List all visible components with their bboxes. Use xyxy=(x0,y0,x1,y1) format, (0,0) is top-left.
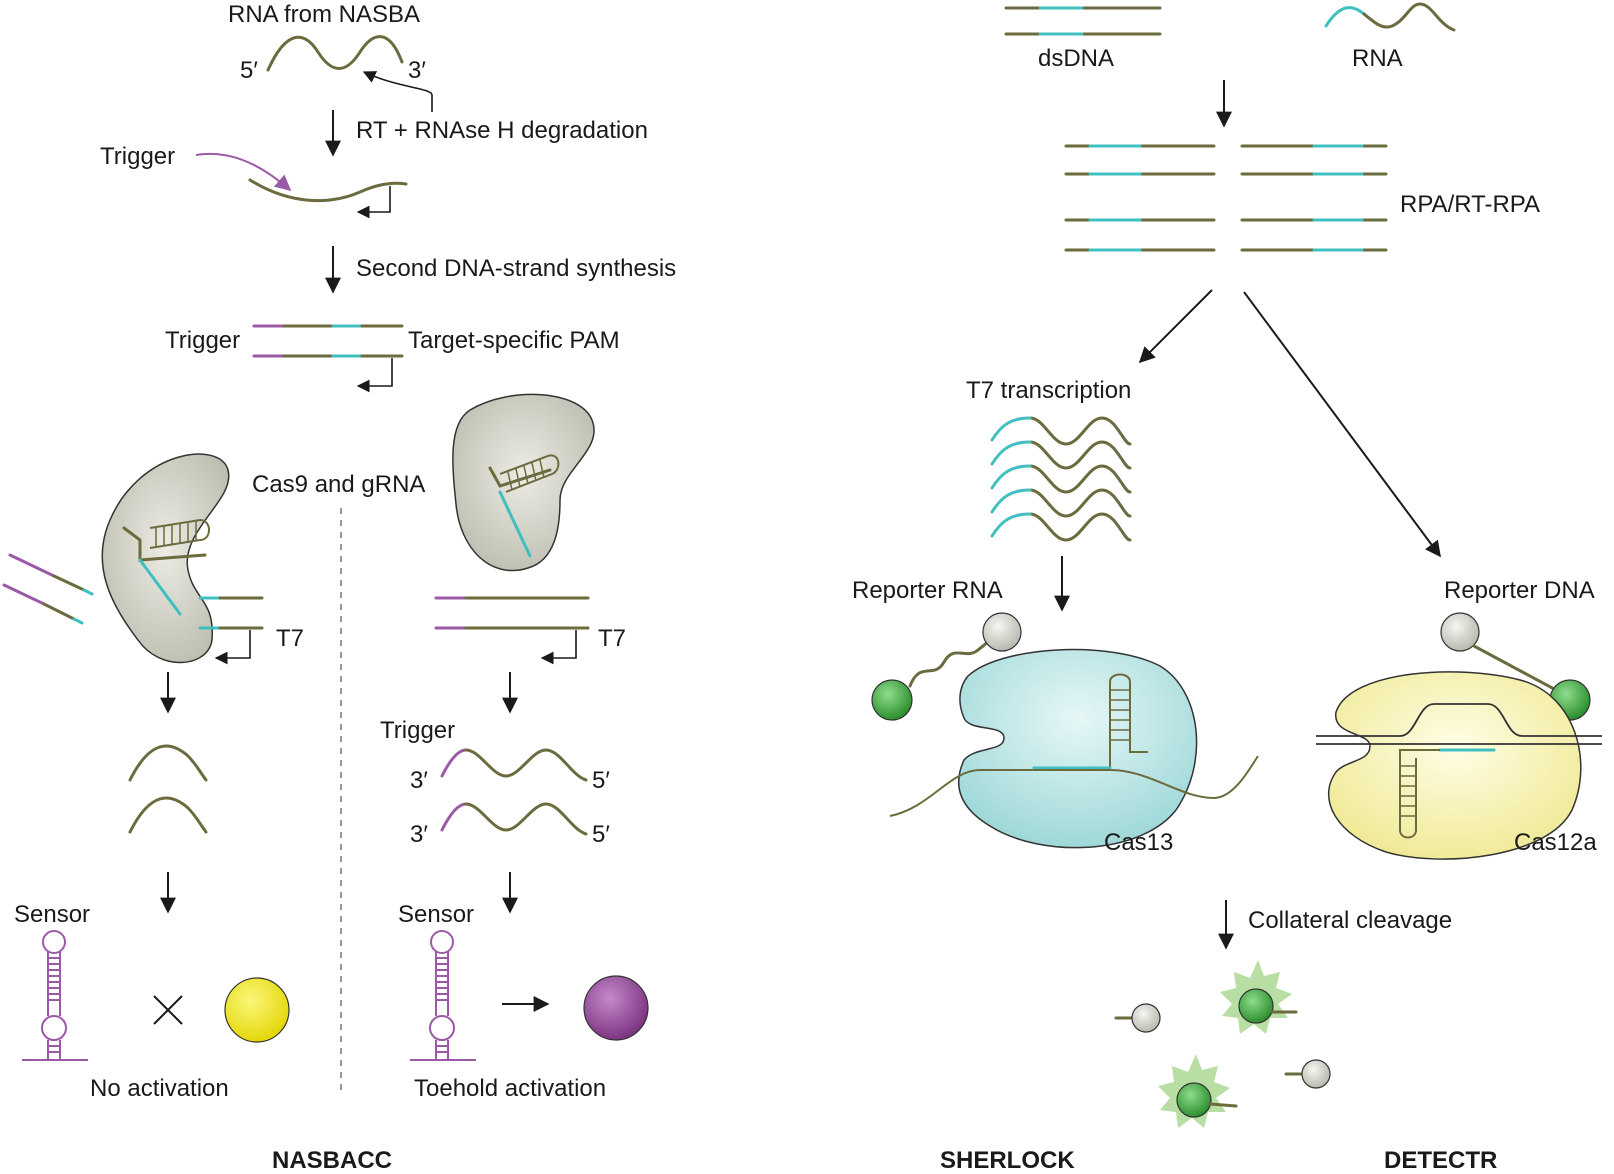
sherlock-detectr-panel: dsDNA RNA RPA/RT-RPA T7 transcription xyxy=(852,2,1602,1174)
strand-detached-1-teal xyxy=(82,588,94,596)
label-rna: RNA xyxy=(1352,45,1403,72)
label-t7-left: T7 xyxy=(276,625,304,652)
strand-detached-1 xyxy=(8,553,56,578)
title-detectr: DETECTR xyxy=(1384,1147,1497,1174)
grna-rungs-right xyxy=(507,459,545,491)
reporter-rna-dye xyxy=(871,679,913,721)
cas9-protein-right xyxy=(452,393,595,572)
label-dsdna: dsDNA xyxy=(1038,45,1114,72)
cas13-crrna-rungs xyxy=(1110,689,1130,741)
label-t7-right: T7 xyxy=(598,625,626,652)
transcript-left-1 xyxy=(128,744,208,782)
primer-hook-arrow xyxy=(362,71,433,112)
label-t7-transcription: T7 transcription xyxy=(966,377,1131,404)
nasba-rna-strand xyxy=(266,35,404,72)
label-target-pam: Target-specific PAM xyxy=(408,327,620,354)
sensor-hairpin-left xyxy=(22,930,88,1061)
cas12a-target-dsdna-top xyxy=(1316,703,1602,737)
reporter-dna-strand xyxy=(1472,644,1558,692)
cas13-crrna-hairpin xyxy=(1109,673,1148,768)
output-yellow-circle xyxy=(224,977,290,1043)
strand-detached-2-olive xyxy=(42,602,76,621)
sensor-hairpin-right xyxy=(410,930,476,1061)
input-rna-teal xyxy=(1324,6,1366,28)
strand-detached-2 xyxy=(2,583,46,606)
label-5prime-top: 5′ xyxy=(240,57,258,84)
label-rna-from-nasba: RNA from NASBA xyxy=(228,1,420,28)
label-cas12a: Cas12a xyxy=(1514,829,1597,856)
t7-transcripts xyxy=(990,416,1132,542)
cas12a-crrna-rungs xyxy=(1400,765,1416,817)
cas13-protein xyxy=(957,648,1198,849)
strand-detached-2-teal xyxy=(72,617,84,625)
promoter-bent-arrow-2 xyxy=(356,358,393,393)
nasbacc-panel: RNA from NASBA 5′ 3′ RT + RNAse H degrad… xyxy=(2,1,676,1174)
grna-spacer-right xyxy=(498,490,532,558)
promoter-bent-arrow-1 xyxy=(356,186,391,219)
output-purple-circle xyxy=(583,975,649,1041)
transcript-right-2 xyxy=(464,802,588,836)
t7-bent-arrow-right xyxy=(540,630,577,665)
label-cas9-grna: Cas9 and gRNA xyxy=(252,471,425,498)
label-collateral: Collateral cleavage xyxy=(1248,907,1452,934)
reporter-dna-quencher xyxy=(1440,612,1480,652)
label-3prime-a: 3′ xyxy=(410,767,428,794)
transcript-right-1 xyxy=(464,748,588,782)
label-trigger-2: Trigger xyxy=(165,327,240,354)
t7-bent-arrow-left xyxy=(214,630,251,665)
grna-spacer-left xyxy=(138,558,182,616)
cas12a-protein xyxy=(1327,671,1582,860)
label-3prime-b: 3′ xyxy=(410,821,428,848)
grna-hairpin-right xyxy=(499,454,560,493)
grna-right xyxy=(488,466,552,488)
input-rna xyxy=(1362,2,1456,32)
grna-left xyxy=(122,526,207,562)
label-5prime-b: 5′ xyxy=(592,821,610,848)
amplicons xyxy=(1064,144,1388,252)
transcript-left-2 xyxy=(128,796,208,834)
grna-rungs-left xyxy=(155,521,197,547)
transcript-right-1-purple xyxy=(440,748,468,778)
no-activation-cross xyxy=(153,995,183,1025)
label-5prime-a: 5′ xyxy=(592,767,610,794)
label-second-strand: Second DNA-strand synthesis xyxy=(356,255,676,282)
title-nasbacc: NASBACC xyxy=(272,1147,392,1174)
transcript-right-2-purple xyxy=(440,802,468,832)
cleaved-products xyxy=(1114,960,1331,1128)
label-trigger-3: Trigger xyxy=(380,717,455,744)
label-sensor-left: Sensor xyxy=(14,901,90,928)
label-trigger-1: Trigger xyxy=(100,143,175,170)
label-rt-rnase: RT + RNAse H degradation xyxy=(356,117,648,144)
arrow-to-cas12a xyxy=(1243,291,1441,558)
reporter-rna-quencher xyxy=(982,612,1022,652)
label-rpa: RPA/RT-RPA xyxy=(1400,191,1540,218)
cdna-strand xyxy=(248,178,408,203)
label-toehold-activation: Toehold activation xyxy=(414,1075,606,1102)
label-cas13: Cas13 xyxy=(1104,829,1173,856)
arrow-to-t7 xyxy=(1138,289,1213,364)
trigger-arrow-1 xyxy=(195,152,292,192)
label-reporter-rna: Reporter RNA xyxy=(852,577,1003,604)
cas12a-crrna-hairpin xyxy=(1399,749,1440,839)
label-3prime-top: 3′ xyxy=(408,57,426,84)
label-reporter-dna: Reporter DNA xyxy=(1444,577,1595,604)
strand-detached-1-olive xyxy=(52,574,86,592)
grna-hairpin-left xyxy=(149,518,210,549)
title-sherlock: SHERLOCK xyxy=(940,1147,1075,1174)
cas13-target-rna xyxy=(889,755,1259,817)
label-no-activation: No activation xyxy=(90,1075,229,1102)
label-sensor-right: Sensor xyxy=(398,901,474,928)
